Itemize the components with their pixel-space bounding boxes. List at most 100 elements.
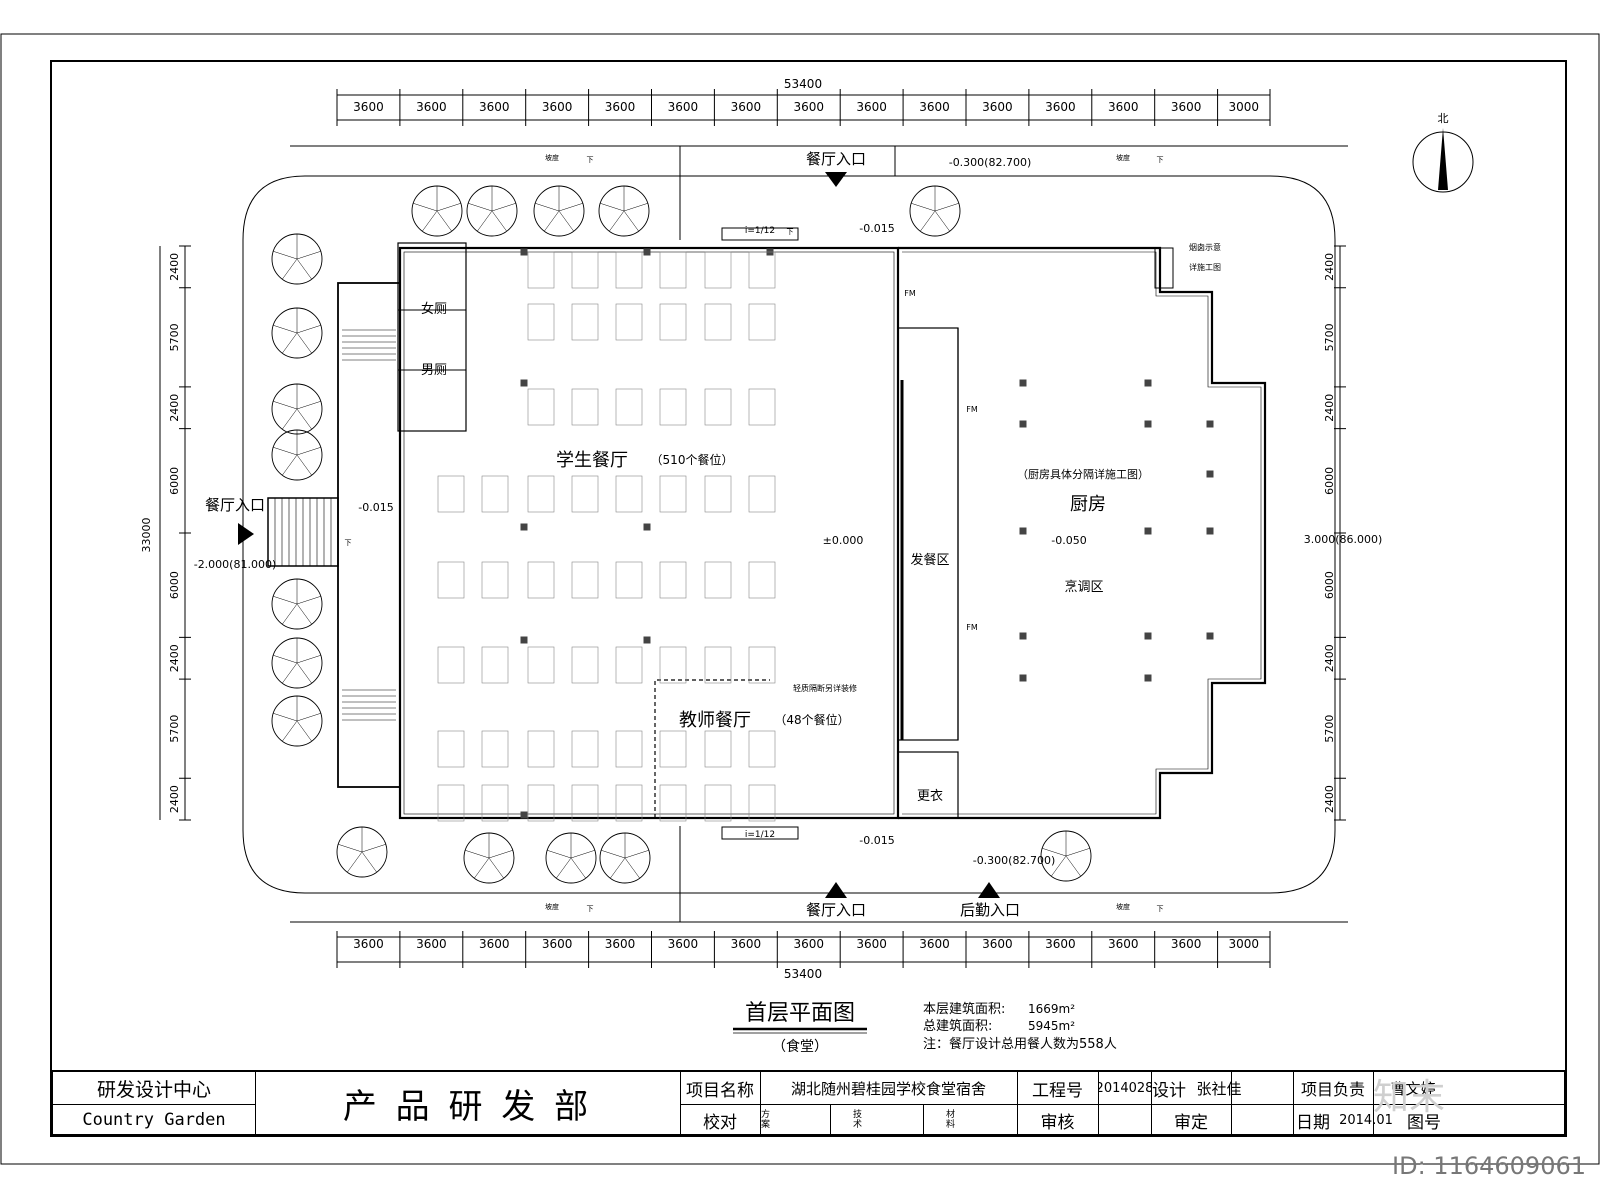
dimension-label: 3600 [1108,100,1139,114]
brand-logo: 知末 [1373,1077,1446,1118]
dimension-label: 2400 [168,644,181,672]
drawing-subtitle: （食堂） [772,1038,828,1055]
dining-table [704,388,732,426]
column [1019,632,1027,640]
dining-table [659,388,687,426]
dimension-label: 3600 [353,937,384,951]
dining-table [748,303,776,341]
dining-table [615,303,643,341]
drawing-frame [50,60,1567,1137]
dimension-label: 6000 [1323,467,1336,495]
trees [271,185,1092,884]
design-label: 设计 [1152,1080,1186,1101]
elevation-top-right: -0.300(82.700) [949,156,1032,169]
dining-table [527,561,555,599]
dining-table [481,646,509,684]
drawing-title: 首层平面图 [745,1001,855,1026]
lead-label: 项目负责 [1300,1080,1365,1099]
dining-table [659,251,687,289]
dimension-label: 2400 [1323,394,1336,422]
dimension-label: 3600 [542,937,573,951]
job-value: 2014028 [1098,1080,1151,1096]
dimension-label: 3600 [668,937,699,951]
dining-table [527,730,555,768]
dimension-label: 6000 [168,571,181,599]
dimension-label: 3600 [731,100,762,114]
room-women-toilet: 女厕 [421,301,447,317]
column [643,248,651,256]
scheme-label: 方案 [761,1110,771,1130]
dimension-label: 3600 [919,100,950,114]
dining-table [527,646,555,684]
chimney-note: 详施工图 [1189,262,1221,272]
tech-label: 技术 [853,1110,863,1130]
room-student-dining: 学生餐厅 [556,450,628,471]
column [643,636,651,644]
area-total-label: 总建筑面积: [923,1018,992,1034]
down-mark: 下 [345,539,352,547]
area-floor-label: 本层建筑面积: [923,1001,1005,1017]
dining-tables [437,251,776,822]
dining-table [659,561,687,599]
slope-label: 坡度 [545,153,559,162]
elevation-kitchen: -0.050 [1051,534,1086,547]
dimension-label: 2400 [1323,785,1336,813]
dimension-label: 3600 [1108,937,1139,951]
dining-table [615,646,643,684]
dining-table [437,561,465,599]
fm-mark: FM [966,623,978,632]
north-label: 北 [1438,112,1449,125]
dining-table [704,251,732,289]
slope-label: 坡度 [545,902,559,911]
dimension-label: 2400 [168,394,181,422]
dining-table [615,475,643,513]
column [1144,632,1152,640]
dimension-total-bottom: 53400 [784,967,822,981]
review-label: 审核 [1040,1112,1075,1133]
dining-table [748,784,776,822]
dimension-label: 3600 [479,100,510,114]
entrance-arrow-icon-left [238,523,254,545]
dining-table [527,303,555,341]
column [643,523,651,531]
room-student-seats: （510个餐位） [651,452,734,467]
down-mark: 下 [787,228,794,236]
dimension-label: 5700 [168,323,181,351]
entrance-label-service: 后勤入口 [960,901,1020,919]
room-teacher-dining: 教师餐厅 [679,710,751,731]
dining-table [481,561,509,599]
dimension-label: 3600 [856,937,887,951]
material-label: 材料 [946,1110,956,1130]
dimension-label: 3600 [416,937,447,951]
column [520,523,528,531]
dimension-label: 3600 [1171,100,1202,114]
dimension-total-left: 33000 [140,518,153,553]
room-teacher-seats: （48个餐位） [774,712,849,727]
elevation-bottom-right: -0.300(82.700) [973,854,1056,867]
slope-label: 坡度 [1116,902,1130,911]
outer-border [0,33,1600,1165]
area-floor-value: 1669m² [1028,1002,1075,1016]
dining-table [615,251,643,289]
building [267,227,1267,840]
dimension-label: 3600 [353,100,384,114]
elevation-left-door: -0.015 [358,501,393,514]
room-changing: 更衣 [917,788,943,804]
column [1144,379,1152,387]
column [1019,527,1027,535]
project-value: 湖北随州碧桂园学校食堂宿舍 [790,1079,986,1098]
design-value: 张社佳 [1196,1079,1242,1098]
dining-table [481,784,509,822]
dining-table [615,730,643,768]
dining-table [704,730,732,768]
dining-table [748,561,776,599]
fm-mark: FM [904,289,916,298]
check-label: 校对 [703,1112,737,1133]
dining-table [704,784,732,822]
dining-table [704,303,732,341]
dining-table [748,475,776,513]
dimension-label: 3600 [731,937,762,951]
dimension-label: 3600 [1045,100,1076,114]
